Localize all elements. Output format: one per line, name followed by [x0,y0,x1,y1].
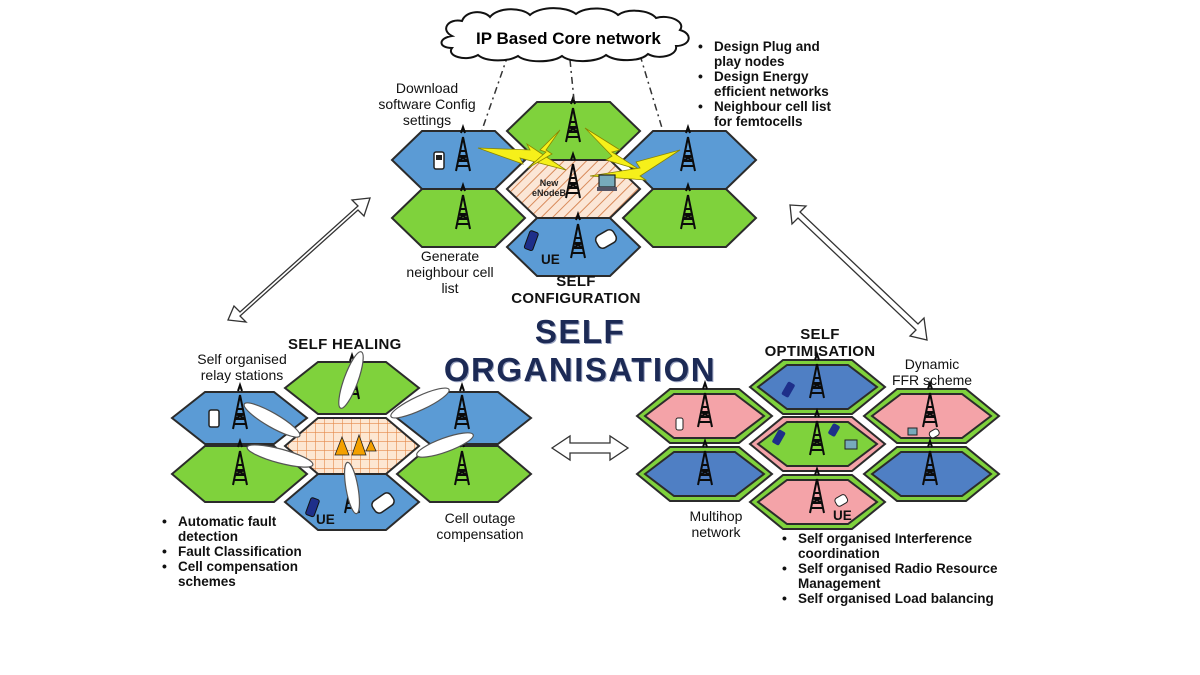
core-links [481,54,663,131]
fault-cones-icon [334,433,377,456]
relay-beams [243,351,474,515]
opt-ue-label: UE [833,508,852,523]
heal-phone-icon [208,409,220,428]
heal-handset-icon [371,492,395,514]
optimisation-bullets: Self organised Interferencecoordination … [780,531,998,606]
arrow-top-to-left [227,197,371,323]
opt-bullet-3: Self organised Load balancing [780,591,998,606]
dynamic-ffr-note: Dynamic FFR scheme [891,356,973,388]
ip-core-cloud [440,7,690,63]
new-enodeb-label: New eNodeB [531,178,566,198]
ue-device-icon [523,230,539,252]
opt-devices-icon [675,381,940,507]
arrow-left-to-right [550,434,630,462]
phone-icon [433,151,445,170]
arrow-top-to-right [789,204,928,341]
heal-bullet-2: Fault Classification [160,544,302,559]
generate-neighbour-note: Generate neighbour cell list [406,248,494,296]
self-configuration-heading: SELF CONFIGURATION [511,273,641,307]
top-ue-label: UE [541,252,560,267]
download-config-note: Download software Config settings [378,80,476,128]
core-network-label: IP Based Core network [476,29,661,48]
self-optimisation-heading: SELF OPTIMISATION [764,326,876,360]
handset-icon [594,229,618,249]
heal-ue-label: UE [316,512,335,527]
heal-ue-device-icon [305,497,320,518]
lightning-links [477,127,681,181]
relay-stations-note: Self organised relay stations [197,351,287,383]
self-healing-heading: SELF HEALING [288,336,402,353]
self-organisation-title: SELF ORGANISATION [443,313,717,388]
cell-outage-note: Cell outage compensation [436,510,524,542]
laptop-icon [597,174,617,191]
multihop-note: Multihop network [689,508,743,540]
